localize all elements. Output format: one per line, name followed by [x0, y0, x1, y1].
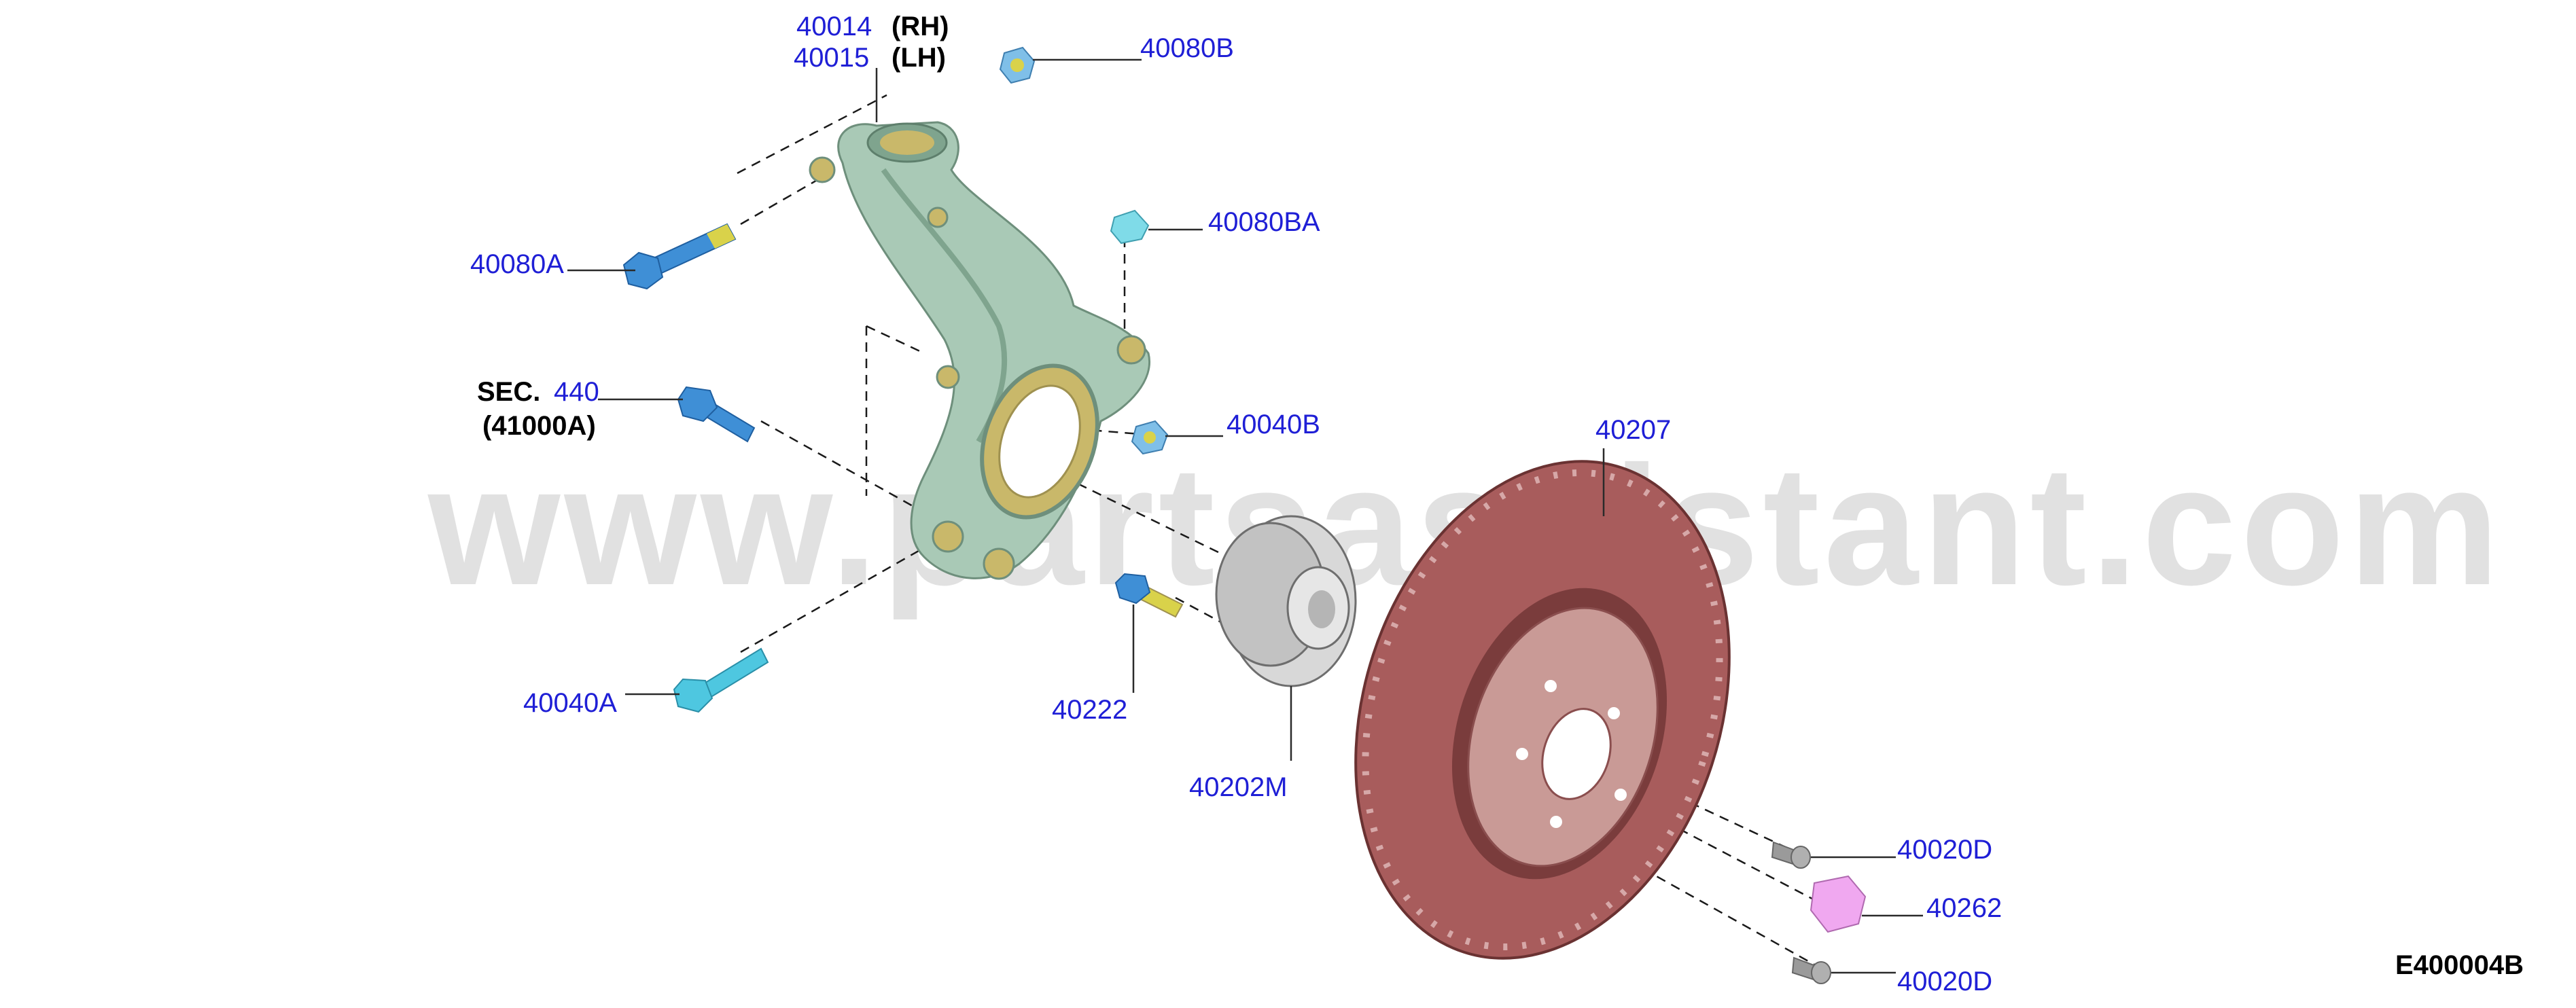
bolt-40080A[interactable] [622, 223, 737, 290]
hub-bearing-40202M[interactable] [1215, 515, 1357, 687]
bolt-sec-440[interactable] [677, 386, 756, 443]
label-40020D-bottom[interactable]: 40020D [1897, 967, 1992, 996]
label-40040B[interactable]: 40040B [1227, 410, 1320, 439]
label-40040A[interactable]: 40040A [523, 688, 617, 718]
label-440[interactable]: 440 [554, 377, 599, 407]
label-40207[interactable]: 40207 [1595, 415, 1671, 445]
leader-lines [567, 58, 1923, 974]
nut-40080B[interactable] [999, 46, 1036, 84]
label-40202M[interactable]: 40202M [1189, 772, 1288, 802]
nut-40080BA[interactable] [1110, 209, 1150, 245]
label-40014[interactable]: 40014 [796, 12, 872, 41]
screw-40020D-bottom[interactable] [1791, 956, 1831, 984]
label-lh: (LH) [892, 43, 946, 73]
label-40020D-top[interactable]: 40020D [1897, 835, 1992, 865]
nut-40040B[interactable] [1131, 420, 1169, 455]
label-40222[interactable]: 40222 [1052, 695, 1127, 725]
bolt-40222[interactable] [1114, 573, 1184, 618]
screw-40020D-top[interactable] [1771, 841, 1811, 869]
label-41000A: (41000A) [482, 411, 596, 441]
label-sec: SEC. [477, 377, 540, 407]
label-40015[interactable]: 40015 [794, 43, 869, 73]
bolt-40040A[interactable] [673, 647, 769, 713]
label-40080BA[interactable]: 40080BA [1208, 207, 1320, 237]
steering-knuckle-40014-40015[interactable] [809, 121, 1150, 580]
label-40080A[interactable]: 40080A [470, 249, 564, 279]
label-40080B[interactable]: 40080B [1140, 33, 1234, 63]
label-40262[interactable]: 40262 [1926, 893, 2002, 923]
label-rh: (RH) [892, 12, 949, 41]
brake-rotor-40207[interactable] [1294, 412, 1790, 1007]
diagram-code: E400004B [2395, 950, 2524, 980]
nut-40262[interactable] [1810, 875, 1867, 933]
